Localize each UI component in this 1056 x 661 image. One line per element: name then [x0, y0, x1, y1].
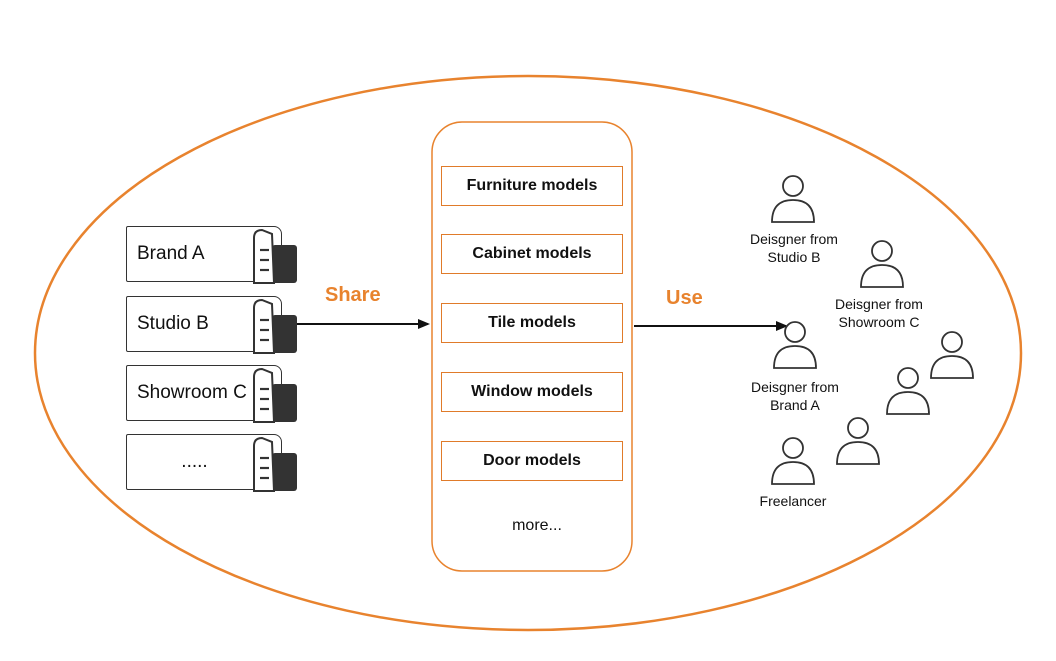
user-label-brand-a: Deisgner from Brand A	[751, 379, 839, 413]
user-label-showroom-c: Deisgner from Showroom C	[835, 296, 923, 330]
catalog-icon	[253, 367, 297, 423]
user-icon	[930, 331, 974, 379]
catalog-icon	[253, 436, 297, 492]
user-icon	[771, 175, 815, 223]
user-label-studio-b: Deisgner from Studio B	[750, 231, 838, 265]
use-label: Use	[666, 287, 703, 309]
source-label: Showroom C	[137, 382, 247, 403]
user-icon	[860, 240, 904, 288]
share-label: Share	[325, 284, 381, 306]
model-item-door: Door models	[441, 441, 623, 481]
model-item-tile: Tile models	[441, 303, 623, 343]
user-icon	[773, 321, 817, 369]
platform-ellipse	[33, 74, 1023, 632]
catalog-icon	[253, 228, 297, 284]
source-label: Brand A	[137, 243, 205, 264]
user-icon	[886, 367, 930, 415]
model-item-furniture: Furniture models	[441, 166, 623, 206]
user-icon	[771, 437, 815, 485]
model-item-window: Window models	[441, 372, 623, 412]
user-label-freelancer: Freelancer	[759, 493, 827, 509]
catalog-icon	[253, 298, 297, 354]
user-icon	[836, 417, 880, 465]
source-label: Studio B	[137, 313, 209, 334]
source-label: .....	[181, 451, 208, 472]
models-more-label: more...	[512, 517, 562, 534]
model-item-cabinet: Cabinet models	[441, 234, 623, 274]
